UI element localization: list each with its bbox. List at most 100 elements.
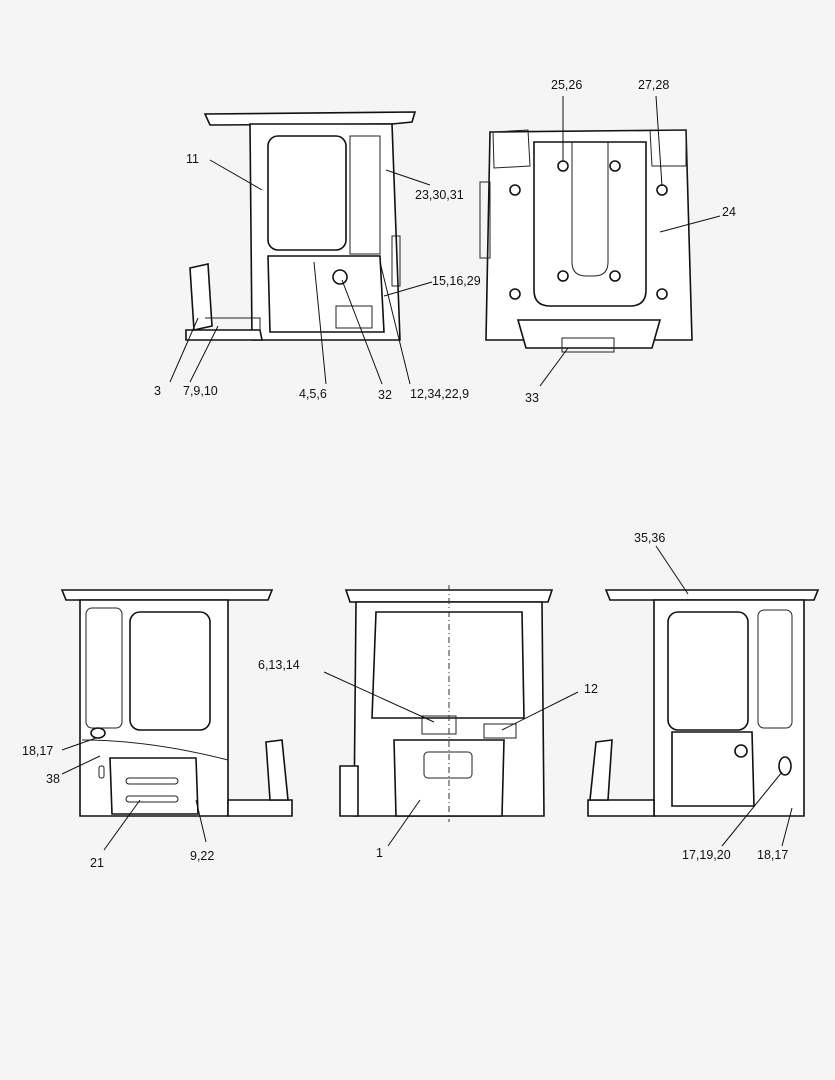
leader-23-30-31 <box>385 169 431 186</box>
rear-window <box>267 135 347 251</box>
leader-15-16-29 <box>383 281 433 297</box>
bolt-27-28 <box>656 184 668 196</box>
roof-raised-section <box>533 141 647 307</box>
left-view-step-21 <box>109 757 199 815</box>
left-view-rail <box>265 739 289 801</box>
bolt-right-lower <box>609 270 621 282</box>
leader-3 <box>169 317 199 383</box>
side-glass <box>349 135 381 255</box>
bolt-left-bottom <box>509 288 521 300</box>
vent-grille <box>335 305 373 329</box>
leader-lines <box>61 95 793 851</box>
callout-18-17-left: 18,17 <box>22 744 53 758</box>
leader-21 <box>103 799 141 851</box>
callout-15-16-29: 15,16,29 <box>432 274 481 288</box>
right-view-speaker-17 <box>778 756 792 776</box>
callout-21: 21 <box>90 856 104 870</box>
leader-18-17-left <box>61 737 97 751</box>
right-view-floor <box>587 799 655 817</box>
left-view-door-window <box>129 611 211 731</box>
callout-12-34-22-9: 12,34,22,9 <box>410 387 469 401</box>
roof-u-channel <box>571 142 609 277</box>
callout-6-13-14: 6,13,14 <box>258 658 300 672</box>
callout-38: 38 <box>46 772 60 786</box>
callout-35-36: 35,36 <box>634 531 665 545</box>
callout-25-26: 25,26 <box>551 78 582 92</box>
leader-4-5-6 <box>313 261 327 385</box>
rear-view-panel <box>423 751 473 779</box>
roof-corner-left <box>492 129 531 169</box>
bolt-right-top <box>609 160 621 172</box>
callout-33: 33 <box>525 391 539 405</box>
callout-17-19-20: 17,19,20 <box>682 848 731 862</box>
callout-18-17-right: 18,17 <box>757 848 788 862</box>
leader-9-22 <box>195 799 207 843</box>
bolt-right-bottom <box>656 288 668 300</box>
cab-rear-view <box>339 585 554 822</box>
step-slot-upper <box>125 777 179 785</box>
rear-view-module-12 <box>483 723 517 739</box>
lower-rear-panel <box>267 255 385 333</box>
roof-plate <box>203 111 417 126</box>
hole-32 <box>332 269 348 285</box>
leader-32 <box>341 279 383 385</box>
callout-12: 12 <box>584 682 598 696</box>
callout-labels: 11 23,30,31 15,16,29 3 7,9,10 4,5,6 32 1… <box>22 78 788 870</box>
rear-view-window <box>371 611 525 719</box>
callout-1: 1 <box>376 846 383 860</box>
leader-12-34-22-9 <box>379 261 411 385</box>
cab-right-side-view <box>587 589 820 817</box>
rear-view-roof <box>344 589 554 603</box>
leader-33 <box>539 347 569 387</box>
right-view-port <box>734 744 748 758</box>
left-view-light-18 <box>90 727 106 739</box>
light-bar-33 <box>516 319 662 349</box>
right-view-roof <box>604 589 820 601</box>
left-view-beltline <box>81 739 229 761</box>
bolt-left-upper <box>509 184 521 196</box>
callout-4-5-6: 4,5,6 <box>299 387 327 401</box>
left-view-front-glass <box>85 607 123 729</box>
cab-left-side-view <box>60 589 293 817</box>
callout-7-9-10: 7,9,10 <box>183 384 218 398</box>
side-bracket <box>391 235 401 287</box>
leader-35-36 <box>655 545 689 595</box>
right-view-front-glass <box>757 609 793 729</box>
bolt-25-26 <box>557 160 569 172</box>
callout-27-28: 27,28 <box>638 78 669 92</box>
left-view-floor <box>227 799 293 817</box>
roof-side-handle <box>479 181 491 259</box>
leader-38 <box>61 755 101 775</box>
callout-32: 32 <box>378 388 392 402</box>
callout-9-22: 9,22 <box>190 849 214 863</box>
step-slot-lower <box>125 795 179 803</box>
right-view-rail <box>589 739 613 801</box>
left-view-handle-38 <box>98 765 105 779</box>
leader-24 <box>659 215 721 233</box>
leader-7-9-10 <box>189 325 219 383</box>
leader-6-13-14 <box>323 671 435 723</box>
left-view-roof <box>60 589 274 601</box>
bolt-left-lower <box>557 270 569 282</box>
callout-24: 24 <box>722 205 736 219</box>
right-view-lower-panel <box>671 731 755 807</box>
leader-18-17-right <box>781 807 793 847</box>
roof-top-view <box>479 129 693 353</box>
leader-12 <box>501 691 579 731</box>
roof-corner-right <box>649 129 687 167</box>
callout-11: 11 <box>186 152 199 166</box>
cab-interior-view <box>185 111 417 341</box>
leader-27-28 <box>655 95 663 187</box>
right-view-door-window <box>667 611 749 731</box>
floor-mat <box>205 317 261 330</box>
rear-view-left-rail <box>339 765 359 817</box>
callout-23-30-31: 23,30,31 <box>415 188 464 202</box>
rear-view-module-6 <box>421 715 457 735</box>
leader-11 <box>209 159 263 191</box>
leader-1 <box>387 799 421 847</box>
light-bar-center <box>561 337 615 353</box>
leader-17-19-20 <box>721 771 783 847</box>
side-rail-3 <box>189 263 213 331</box>
